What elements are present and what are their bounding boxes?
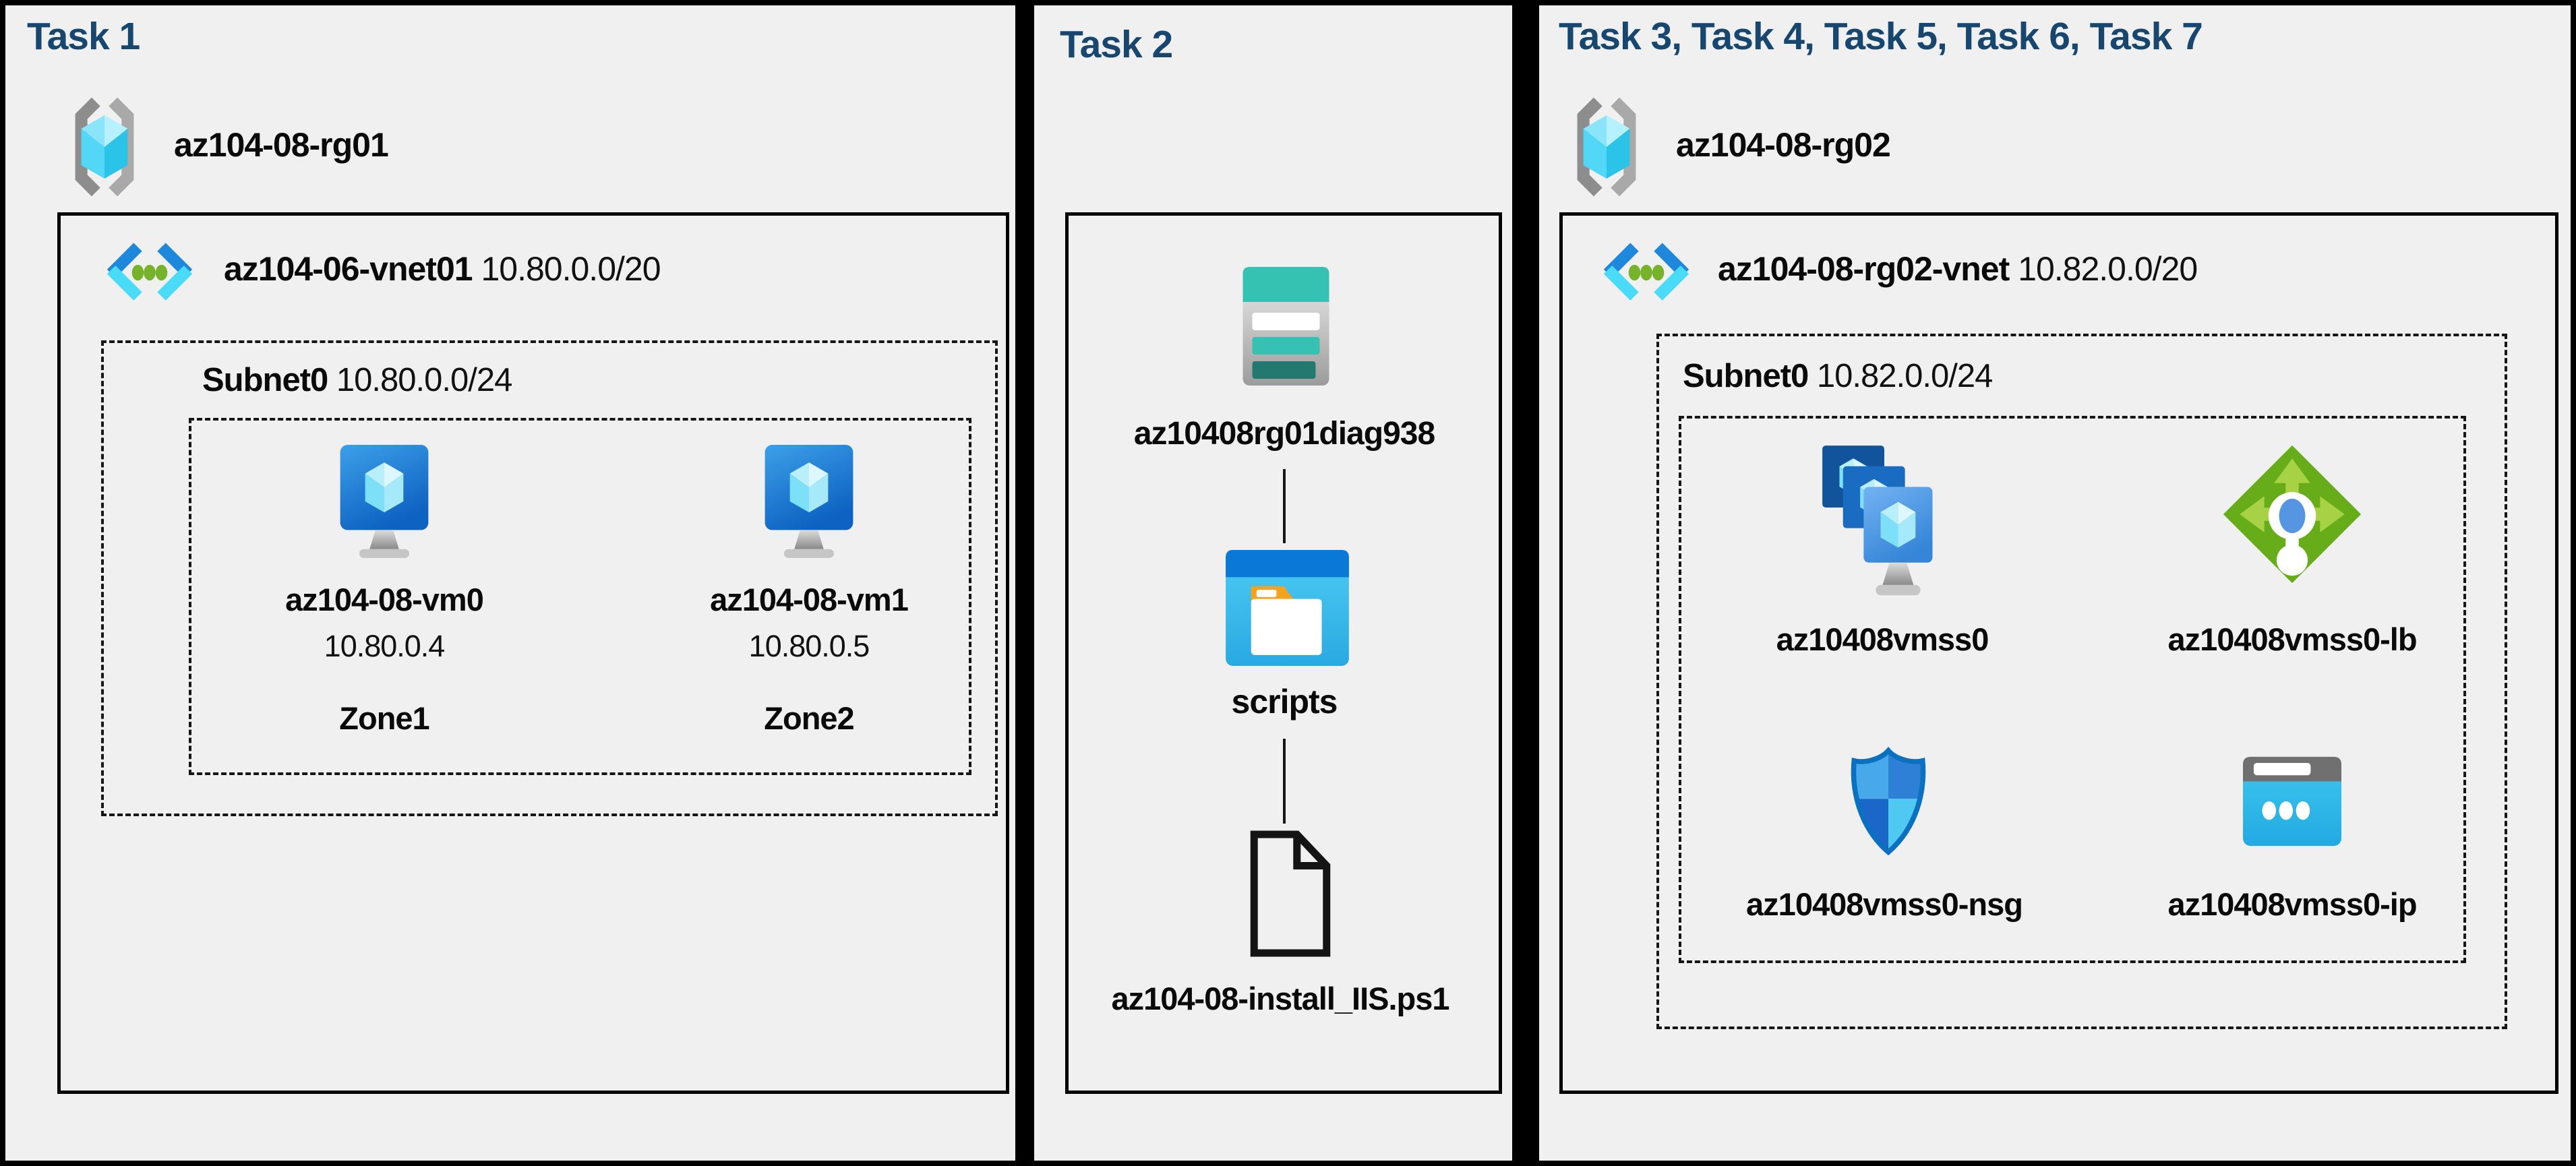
vm0-zone: Zone1 <box>339 700 429 736</box>
vnet2-name: az104-08-rg02-vnet <box>1718 250 2010 288</box>
resource-group-icon <box>59 96 150 198</box>
task2-box <box>1065 212 1502 1094</box>
virtual-machine-icon <box>337 445 431 559</box>
vm-group-box <box>189 418 971 775</box>
load-balancer-icon <box>2220 442 2364 586</box>
vmss-name: az10408vmss0 <box>1776 621 1989 657</box>
rg1-name: az104-08-rg01 <box>174 126 389 164</box>
network-security-group-icon <box>1845 740 1931 863</box>
script-file-name: az104-08-install_IIS.ps1 <box>1111 981 1449 1016</box>
storage-account-name: az10408rg01diag938 <box>1133 416 1435 452</box>
vm0-ip: 10.80.0.4 <box>324 629 446 663</box>
rg2-name: az104-08-rg02 <box>1676 126 1891 164</box>
subnet2-box <box>1679 416 2466 963</box>
vnet1-name: az104-06-vnet01 <box>224 250 473 288</box>
panel-task3-7-title: Task 3, Task 4, Task 5, Task 6, Task 7 <box>1559 15 2203 58</box>
vnet2-label: az104-08-rg02-vnet 10.82.0.0/20 <box>1718 250 2198 288</box>
vnet2-dashed-box <box>1656 334 2507 1029</box>
vnet2-cidr: 10.82.0.0/20 <box>2018 250 2198 288</box>
subnet1-name: Subnet0 <box>202 362 328 398</box>
connector-line <box>1283 469 1286 543</box>
subnet2-name: Subnet0 <box>1683 358 1809 394</box>
vm-scale-set-icon <box>1819 442 1950 604</box>
subnet2-label: Subnet0 10.82.0.0/24 <box>1683 358 1993 394</box>
lb-name: az10408vmss0-lb <box>2167 621 2417 657</box>
container-name: scripts <box>1231 683 1338 720</box>
resource-group-icon <box>1561 96 1652 198</box>
subnet1-box <box>101 340 998 816</box>
panel-task1 <box>5 5 1015 1161</box>
virtual-network-icon <box>1595 240 1698 307</box>
virtual-network-icon <box>98 240 201 307</box>
vm1-ip: 10.80.0.5 <box>748 629 870 663</box>
virtual-machine-icon <box>762 445 856 559</box>
nsg-name: az10408vmss0-nsg <box>1746 886 2023 922</box>
subnet1-cidr: 10.80.0.0/24 <box>336 362 512 398</box>
panel-task2-title: Task 2 <box>1060 23 1173 66</box>
vm1-zone: Zone2 <box>764 700 854 736</box>
subnet1-label: Subnet0 10.80.0.0/24 <box>202 364 512 397</box>
pip-name: az10408vmss0-ip <box>2167 886 2417 922</box>
vm0-name: az104-08-vm0 <box>285 582 484 617</box>
vnet1-label: az104-06-vnet01 10.80.0.0/20 <box>224 252 661 286</box>
connector-line <box>1283 739 1286 824</box>
vnet2-box <box>1559 212 2558 1094</box>
vnet1-box <box>57 212 1009 1094</box>
vnet1-cidr: 10.80.0.0/20 <box>481 250 661 288</box>
panel-task1-title: Task 1 <box>27 15 140 58</box>
subnet2-cidr: 10.82.0.0/24 <box>1816 358 1993 394</box>
file-icon <box>1246 828 1335 960</box>
storage-account-icon <box>1224 267 1348 386</box>
panel-task3-7 <box>1539 5 2571 1161</box>
blob-container-icon <box>1226 550 1349 666</box>
vm1-name: az104-08-vm1 <box>710 582 909 617</box>
public-ip-icon <box>2243 756 2341 847</box>
